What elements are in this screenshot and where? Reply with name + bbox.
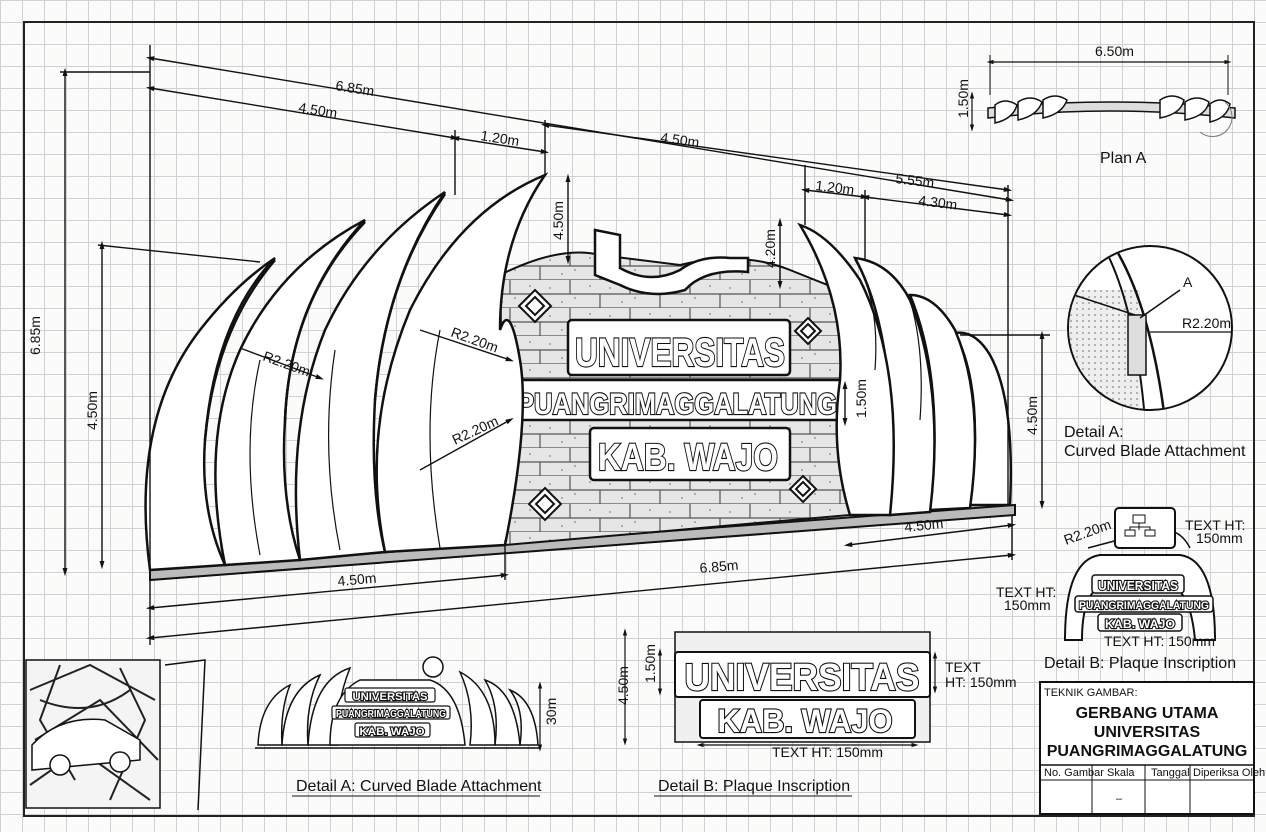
- dim-center-blade-height: 4.50m: [550, 201, 566, 240]
- plaque-line-2: PUANGRIMAGGALATUNG: [517, 388, 837, 421]
- title-line-3: PUANGRIMAGGALATUNG: [1047, 743, 1248, 760]
- detail-b-line2: KAB. WAJO: [718, 703, 893, 739]
- detail-b-small-line1: UNIVERSITAS: [1098, 578, 1178, 593]
- dim-right-gap: 1.20m: [815, 177, 856, 198]
- detail-b-small: UNIVERSITAS PUANGRIMAGGALATUNG KAB. WAJO…: [996, 507, 1245, 672]
- col-no-gambar: No. Gambar: [1044, 767, 1104, 779]
- crown-top: [593, 228, 750, 296]
- plaque-panel-1: [566, 318, 792, 377]
- detail-b-small-ht-left-val: 150mm: [1004, 597, 1051, 613]
- dim-left-top: 4.50m: [298, 99, 339, 121]
- detail-a-bottom-line2: PUANGRIMAGGALATUNG: [336, 709, 446, 720]
- plan-a-caption: Plan A: [1100, 150, 1147, 167]
- detail-b-ht-right-1: TEXT: [945, 659, 981, 675]
- detail-b-small-ht-left: TEXT HT:: [996, 584, 1056, 600]
- detail-a-bottom-line1: UNIVERSITAS: [353, 691, 428, 703]
- detail-a-bottom: UNIVERSITAS PUANGRIMAGGALATUNG KAB. WAJO…: [255, 656, 559, 797]
- plan-width: 6.50m: [1095, 43, 1134, 59]
- detail-a-bottom-caption: Detail A: Curved Blade Attachment: [296, 778, 542, 795]
- detail-b-ht-right-2: HT: 150mm: [945, 674, 1017, 690]
- dim-bottom-overall: 6.85m: [699, 557, 739, 576]
- dim-bottom-left: 4.50m: [337, 570, 377, 589]
- detail-b-plaque-h: 1.50m: [642, 644, 658, 683]
- gate-elevation: UNIVERSITAS PUANGRIMAGGALATUNG KAB. WAJO: [144, 172, 1016, 582]
- title-block-label: TEKNIK GAMBAR:: [1044, 687, 1138, 699]
- detail-a-circle: A R2.20m Detail A: Curved Blade Attachme…: [1064, 245, 1246, 460]
- left-blades: [144, 172, 549, 572]
- plan-a: 6.50m 1.50m Plan A: [955, 43, 1236, 167]
- right-blades: [797, 222, 1013, 517]
- detail-b-line1: UNIVERSITAS: [685, 657, 920, 699]
- dim-right-height: 4.50m: [1024, 396, 1040, 435]
- dim-right-top: 5.55m: [895, 170, 936, 191]
- dim-left-inner-height: 4.50m: [84, 391, 100, 430]
- plaque-line-1: UNIVERSITAS: [575, 331, 785, 375]
- detail-a-caption-2: Curved Blade Attachment: [1064, 443, 1246, 460]
- title-block: TEKNIK GAMBAR: GERBANG UTAMA UNIVERSITAS…: [1039, 681, 1265, 815]
- dim-right-sub: 4.30m: [918, 192, 959, 213]
- detail-b-bottom-caption: Detail B: Plaque Inscription: [658, 778, 850, 795]
- dim-overall-top: 6.85m: [335, 77, 376, 99]
- col-skala: Skala: [1107, 767, 1135, 779]
- detail-b-small-ht-top: TEXT HT:: [1185, 517, 1245, 533]
- ornament-icons: [517, 288, 823, 522]
- dim-right-bottom: 4.50m: [904, 515, 944, 535]
- detail-a-bottom-line3: KAB. WAJO: [360, 726, 425, 738]
- dim-gap-top: 1.20m: [480, 127, 521, 149]
- detail-b-small-ht-top-val: 150mm: [1196, 530, 1243, 546]
- col-tanggal: Tanggal: [1151, 767, 1190, 779]
- detail-b-small-ht-bottom: TEXT HT: 150mm: [1104, 633, 1215, 649]
- detail-a-caption-1: Detail A:: [1064, 424, 1124, 441]
- dimension-lines: [60, 45, 1050, 645]
- plaque-line-3: KAB. WAJO: [598, 437, 778, 479]
- dim-center-top: 4.50m: [660, 129, 701, 150]
- scale-value: –: [1116, 793, 1123, 805]
- detail-b-small-line2: PUANGRIMAGGALATUNG: [1079, 600, 1209, 612]
- dim-left-height: 6.85m: [27, 316, 43, 355]
- detail-b-bottom: 4.50m 1.50m UNIVERSITAS KAB. WAJO TEXT H…: [615, 628, 1017, 797]
- plaque-panel-3: [588, 426, 792, 482]
- col-diperiksa: Diperiksa Oleh: [1193, 767, 1265, 779]
- detail-a-bottom-height: 30m: [543, 698, 559, 725]
- dim-right-blade-height: 4.20m: [762, 229, 778, 268]
- detail-a-radius: R2.20m: [1182, 315, 1231, 331]
- detail-b-small-line3: KAB. WAJO: [1105, 617, 1175, 631]
- title-line-1: GERBANG UTAMA: [1076, 705, 1219, 722]
- detail-a-marker: A: [1183, 274, 1193, 290]
- dim-plaque-height: 1.50m: [853, 379, 869, 418]
- sheet-border: [23, 21, 1255, 817]
- plan-depth: 1.50m: [955, 79, 971, 118]
- detail-b-height: 4.50m: [615, 666, 631, 705]
- car-sketch: [25, 659, 206, 811]
- detail-b-ht-bottom: TEXT HT: 150mm: [772, 744, 883, 760]
- title-line-2: UNIVERSITAS: [1094, 724, 1201, 741]
- detail-b-small-caption: Detail B: Plaque Inscription: [1044, 655, 1236, 672]
